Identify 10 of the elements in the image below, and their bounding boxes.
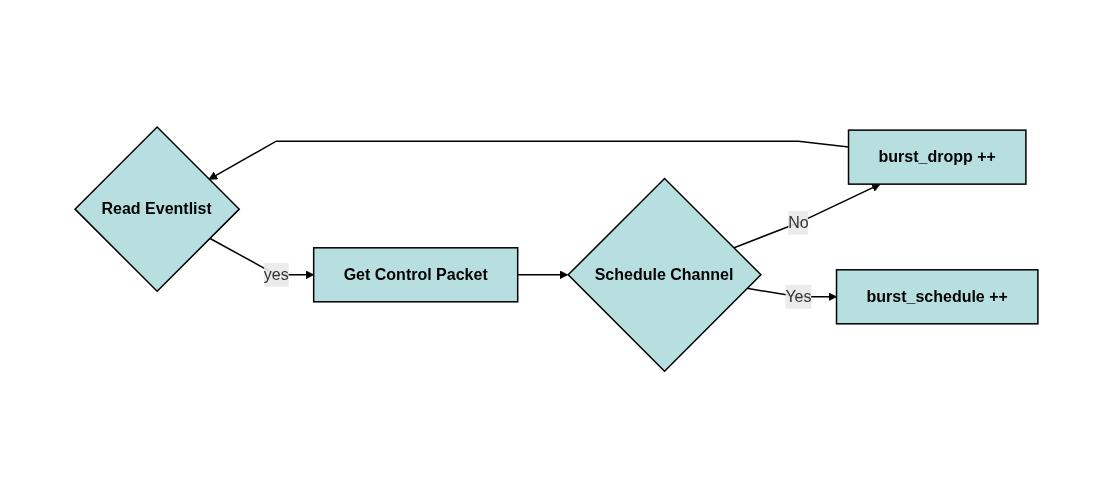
node-box: burst_schedule ++ [835, 269, 1039, 325]
edge-label: No [787, 213, 809, 231]
node-box: Get Control Packet [312, 247, 518, 303]
arrow [732, 183, 881, 249]
node-diamond: Schedule Channel [566, 177, 762, 373]
node-diamond: Read Eventlist [73, 125, 240, 293]
edge-label: Yes [784, 287, 812, 305]
node-box: burst_dropp ++ [847, 129, 1027, 185]
edge-label: yes [263, 265, 289, 283]
arrow [208, 140, 849, 180]
